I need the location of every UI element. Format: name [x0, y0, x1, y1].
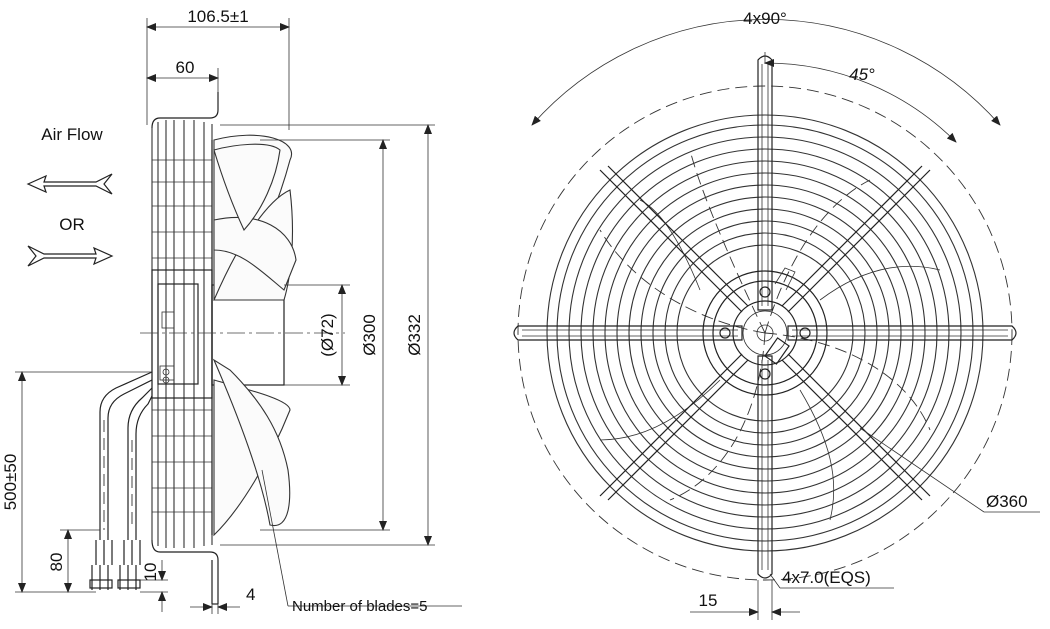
- flange-label: 4: [246, 585, 255, 604]
- lead-tip-label: 10: [141, 563, 160, 582]
- arrow-right-icon: [27, 245, 114, 267]
- airflow-or-label: OR: [59, 215, 85, 234]
- arrow-left-icon: [26, 173, 113, 195]
- front-view: 4x90° 45° Ø360 4x7.0(EQS) 15: [513, 9, 1040, 620]
- angle-half-label: 45°: [849, 65, 875, 84]
- blades-front: [599, 149, 941, 521]
- blades-side: [212, 134, 297, 537]
- grill-rings-side: [152, 159, 212, 513]
- mount-circle-label: Ø360: [986, 492, 1028, 511]
- blade-dia-label: Ø300: [360, 314, 379, 356]
- airflow-title: Air Flow: [41, 125, 103, 144]
- blade-count-label: Number of blades=5: [292, 598, 428, 615]
- hub-front: [702, 270, 828, 396]
- hub-dia-label: (Ø72): [318, 313, 337, 356]
- slot-width-label: 15: [699, 591, 718, 610]
- lead-length-label: 80: [47, 553, 66, 572]
- mount-bars: [513, 55, 1017, 579]
- airflow-legend: Air Flow OR: [26, 125, 114, 267]
- cables: [89, 371, 153, 590]
- grill-depth-label: 60: [176, 58, 195, 77]
- housing-dia-label: Ø332: [405, 314, 424, 356]
- motor-body: [151, 269, 213, 399]
- grill-spokes: [599, 165, 931, 501]
- angle-total-arc: [531, 18, 1001, 126]
- side-view: 106.5±1 60: [1, 7, 462, 615]
- angle-total-label: 4x90°: [743, 9, 787, 28]
- mount-holes-label: 4x7.0(EQS): [782, 568, 871, 587]
- angle-half-arc: [764, 58, 957, 143]
- grill-wires-side: [151, 120, 213, 548]
- overall-depth-label: 106.5±1: [187, 7, 248, 26]
- cable-length-label: 500±50: [1, 454, 20, 511]
